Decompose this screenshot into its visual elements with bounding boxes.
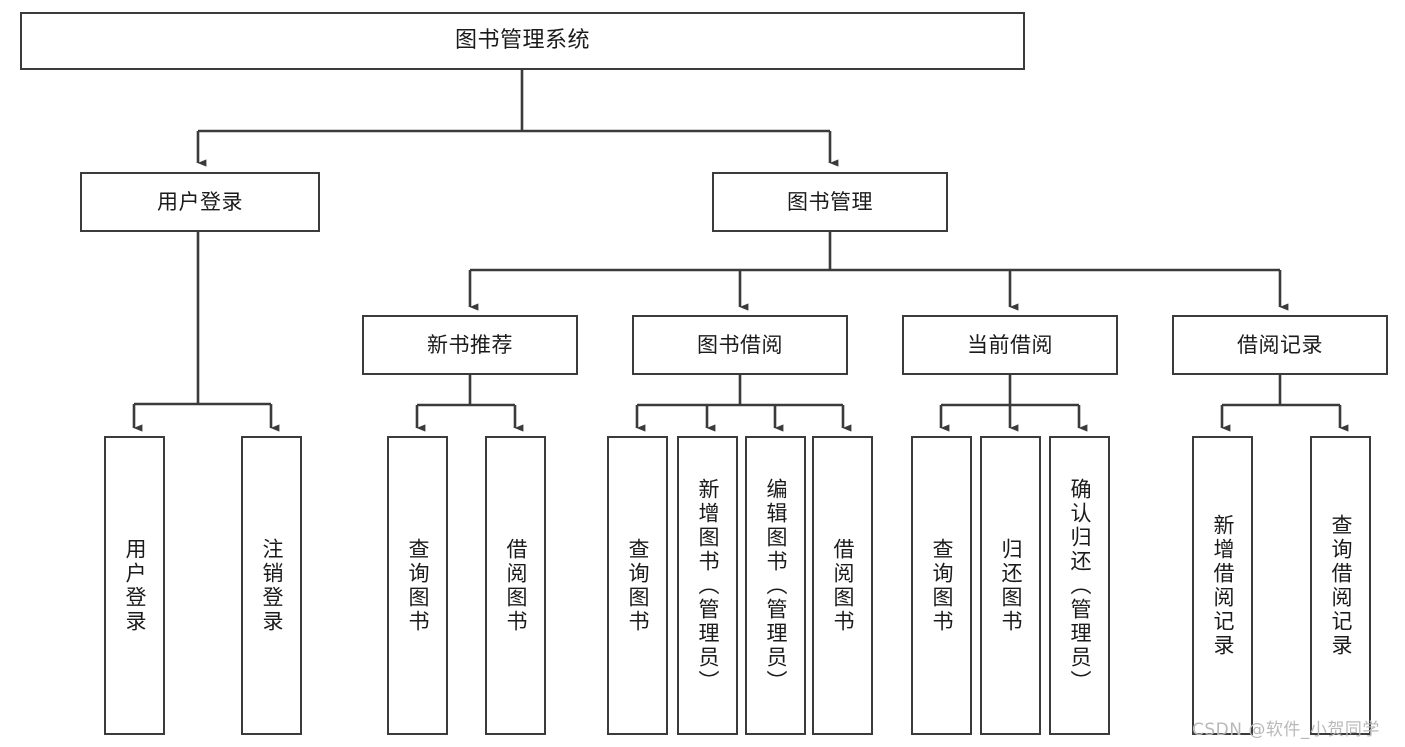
node-label: 查询图书 [930, 537, 954, 634]
node-book-borrowing[interactable]: 图书借阅 [632, 315, 848, 375]
node-label: 归还图书 [999, 537, 1023, 634]
node-label: 查询图书 [406, 537, 430, 634]
node-label: 借阅图书 [831, 537, 855, 634]
node-label: 新增借阅记录 [1211, 513, 1235, 658]
node-label: 借阅记录 [1237, 332, 1323, 357]
node-user-login[interactable]: 用户登录 [80, 172, 320, 232]
node-leaf-add-borrow-record[interactable]: 新增借阅记录 [1192, 436, 1253, 735]
node-label: 图书借阅 [697, 332, 783, 357]
node-leaf-confirm-return-admin[interactable]: 确认归还（管理员） [1049, 436, 1110, 735]
node-leaf-logout[interactable]: 注销登录 [241, 436, 302, 735]
node-label: 图书管理系统 [454, 28, 590, 54]
node-label: 注销登录 [260, 537, 284, 634]
watermark: CSDN @软件_小贺同学 [1192, 720, 1380, 740]
node-label: 查询图书 [626, 537, 650, 634]
node-label: 用户登录 [157, 189, 243, 214]
node-leaf-user-login[interactable]: 用户登录 [104, 436, 165, 735]
node-leaf-add-book-admin[interactable]: 新增图书（管理员） [677, 436, 738, 735]
node-root-book-management-system[interactable]: 图书管理系统 [20, 12, 1025, 70]
node-leaf-borrow-books[interactable]: 借阅图书 [812, 436, 873, 735]
node-leaf-query-borrow-record[interactable]: 查询借阅记录 [1310, 436, 1371, 735]
node-label: 新增图书（管理员） [696, 477, 720, 694]
node-book-management[interactable]: 图书管理 [712, 172, 948, 232]
node-leaf-query-books-newbook[interactable]: 查询图书 [387, 436, 448, 735]
node-label: 用户登录 [123, 537, 147, 634]
node-borrowing-records[interactable]: 借阅记录 [1172, 315, 1388, 375]
node-label: 借阅图书 [504, 537, 528, 634]
node-label: 当前借阅 [967, 332, 1053, 357]
node-label: 新书推荐 [427, 332, 513, 357]
node-label: 编辑图书（管理员） [764, 477, 788, 694]
node-leaf-edit-book-admin[interactable]: 编辑图书（管理员） [745, 436, 806, 735]
node-label: 查询借阅记录 [1329, 513, 1353, 658]
node-new-book-recommendation[interactable]: 新书推荐 [362, 315, 578, 375]
node-label: 图书管理 [787, 189, 873, 214]
node-current-borrowing[interactable]: 当前借阅 [902, 315, 1118, 375]
node-leaf-return-books[interactable]: 归还图书 [980, 436, 1041, 735]
node-label: 确认归还（管理员） [1068, 477, 1092, 694]
node-leaf-borrow-books-newbook[interactable]: 借阅图书 [485, 436, 546, 735]
node-leaf-query-books-current[interactable]: 查询图书 [911, 436, 972, 735]
node-leaf-query-books-borrow[interactable]: 查询图书 [607, 436, 668, 735]
